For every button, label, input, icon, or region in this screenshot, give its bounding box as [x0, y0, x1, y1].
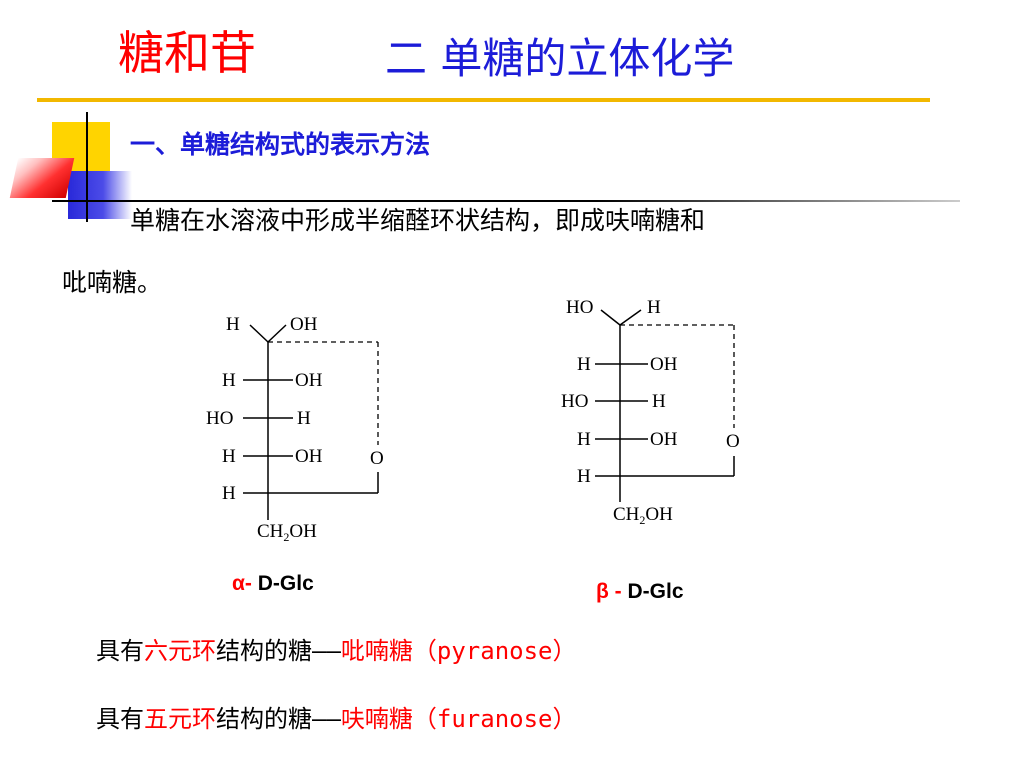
- title-underline: [37, 98, 930, 102]
- alpha-caption: α- D-Glc: [232, 572, 314, 595]
- decorative-horizontal-line: [52, 200, 960, 202]
- beta-c4-oh: OH: [650, 429, 678, 450]
- alpha-c4-oh: OH: [295, 446, 323, 467]
- title-right: 二 单糖的立体化学: [385, 34, 735, 83]
- beta-c4-h: H: [577, 429, 591, 450]
- alpha-c4-h: H: [222, 446, 236, 467]
- decorative-blue-square: [68, 171, 132, 219]
- decorative-vertical-line: [86, 112, 88, 222]
- beta-c2-h: H: [577, 354, 591, 375]
- beta-caption: β - D-Glc: [596, 580, 684, 603]
- beta-c2-oh: OH: [650, 354, 678, 375]
- alpha-top-oh: OH: [290, 314, 318, 335]
- statement-pyranose: 具有六元环结构的糖——吡喃糖（pyranose）: [96, 637, 577, 665]
- alpha-c2-h: H: [222, 370, 236, 391]
- body-text-line-2: 吡喃糖。: [62, 268, 163, 297]
- beta-ch2oh: CH2OH: [613, 504, 673, 527]
- beta-top-h: H: [647, 297, 661, 318]
- beta-top-ho: HO: [566, 297, 594, 318]
- beta-ring-oxygen: O: [726, 431, 740, 452]
- alpha-ring-oxygen: O: [370, 448, 384, 469]
- statement-furanose: 具有五元环结构的糖——呋喃糖（furanose）: [96, 705, 577, 733]
- body-text-line-1: 单糖在水溶液中形成半缩醛环状结构，即成呋喃糖和: [130, 206, 706, 235]
- beta-c5-h: H: [577, 466, 591, 487]
- beta-c3-ho: HO: [561, 391, 589, 412]
- alpha-c5-h: H: [222, 483, 236, 504]
- alpha-top-h: H: [226, 314, 240, 335]
- section-heading: 一、单糖结构式的表示方法: [130, 130, 431, 159]
- alpha-c3-ho: HO: [206, 408, 234, 429]
- beta-c3-h: H: [652, 391, 666, 412]
- alpha-c3-h: H: [297, 408, 311, 429]
- alpha-ch2oh: CH2OH: [257, 521, 317, 544]
- alpha-c2-oh: OH: [295, 370, 323, 391]
- title-left: 糖和苷: [118, 26, 256, 80]
